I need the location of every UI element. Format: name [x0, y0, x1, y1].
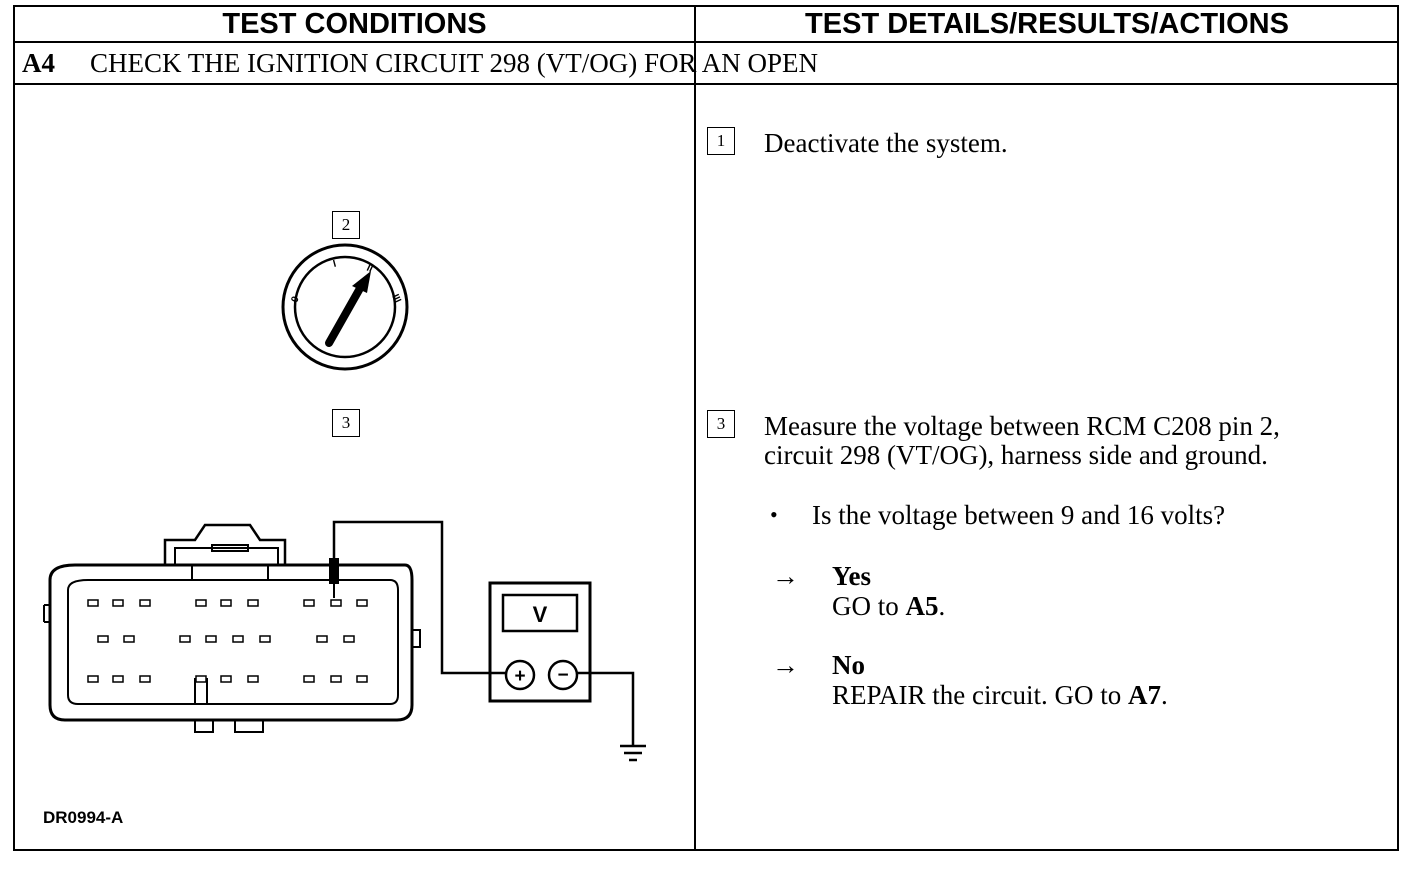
test-leads — [332, 520, 635, 745]
voltmeter-icon — [488, 581, 592, 703]
rcm-connector-icon — [43, 523, 421, 733]
marker-step-2: 2 — [332, 211, 360, 239]
no-action: REPAIR the circuit. GO to A7. — [832, 680, 1168, 710]
plus-label: + — [514, 666, 525, 687]
step-1-box: 1 — [707, 127, 735, 155]
yes-action: GO to A5. — [832, 591, 945, 621]
figure-id: DR0994-A — [43, 808, 124, 827]
connector-pin-slots — [87, 599, 368, 683]
marker-step-3: 3 — [332, 409, 360, 437]
step-title-text: CHECK THE IGNITION CIRCUIT 298 (VT/OG) F… — [90, 47, 818, 78]
position-II-label: II — [365, 263, 375, 275]
question-text: Is the voltage between 9 and 16 volts? — [812, 500, 1226, 530]
header-divider — [13, 41, 1399, 43]
step-3-text-line2: circuit 298 (VT/OG), harness side and gr… — [764, 440, 1268, 470]
position-I-label: I — [332, 258, 338, 269]
procedure-table — [13, 5, 1399, 851]
yes-label: Yes — [832, 561, 871, 591]
ignition-arrow-shaft — [325, 279, 367, 347]
step-title-divider — [13, 83, 1399, 85]
yes-action-text: GO to — [832, 591, 906, 621]
column-divider — [694, 5, 696, 851]
position-III-label: III — [389, 293, 403, 305]
voltmeter-symbol: V — [533, 602, 548, 627]
ground-symbol-icon — [620, 744, 646, 762]
minus-terminal — [547, 659, 579, 691]
minus-label: − — [557, 665, 568, 686]
yes-action-target-link[interactable]: A5 — [905, 591, 939, 621]
step-3-text-line1: Measure the voltage between RCM C208 pin… — [764, 411, 1280, 441]
test-details-header: TEST DETAILS/RESULTS/ACTIONS — [805, 7, 1289, 40]
position-0-label: 0 — [289, 295, 301, 304]
no-action-target-link[interactable]: A7 — [1128, 680, 1161, 710]
no-action-text: REPAIR the circuit. GO to — [832, 680, 1128, 710]
bullet-icon: • — [770, 502, 778, 527]
no-action-suffix: . — [1161, 680, 1168, 710]
probe-icon — [329, 558, 339, 598]
yes-arrow-icon: → — [772, 561, 799, 591]
step-1-text: Deactivate the system. — [764, 128, 1008, 158]
ignition-switch-icon — [281, 243, 409, 371]
step-title: A4 CHECK THE IGNITION CIRCUIT 298 (VT/OG… — [22, 44, 818, 82]
no-arrow-icon: → — [772, 650, 799, 680]
yes-action-suffix: . — [938, 591, 946, 621]
test-conditions-header: TEST CONDITIONS — [222, 7, 487, 40]
ignition-arrow-head — [352, 271, 371, 293]
no-label: No — [832, 650, 865, 680]
step-3-box: 3 — [707, 410, 735, 438]
plus-terminal — [504, 659, 536, 691]
step-code: A4 — [22, 47, 55, 78]
